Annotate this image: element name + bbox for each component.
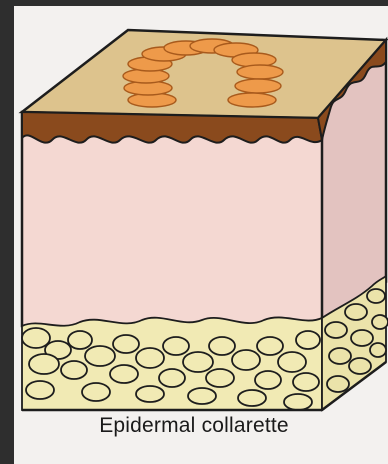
figure-caption: Epidermal collarette	[0, 414, 388, 438]
fat-lobules-icon	[22, 317, 322, 410]
epidermis-front-band	[22, 112, 322, 143]
dermis-front-face	[22, 112, 322, 328]
